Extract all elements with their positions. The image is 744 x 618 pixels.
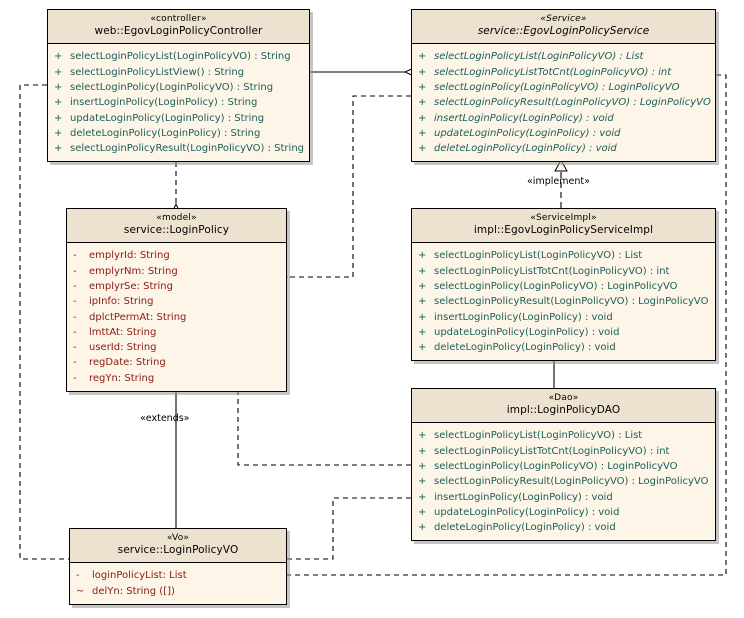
class-name: service::EgovLoginPolicyService: [477, 25, 650, 38]
class-member: +selectLoginPolicyList(LoginPolicyVO) : …: [418, 51, 644, 63]
class-member: +selectLoginPolicy(LoginPolicyVO) : Logi…: [418, 280, 678, 292]
class-box-controller[interactable]: «controller» web::EgovLoginPolicyControl…: [47, 9, 310, 163]
class-member: -emplyrNm: String: [73, 265, 178, 277]
class-member: -userId: String: [73, 342, 157, 354]
class-box-vo[interactable]: «Vo» service::LoginPolicyVO -loginPolicy…: [69, 528, 287, 605]
class-name: impl::EgovLoginPolicyServiceImpl: [473, 224, 654, 237]
class-member: +selectLoginPolicyList(LoginPolicyVO) : …: [418, 250, 643, 262]
class-header-serviceimpl: «ServiceImpl» impl::EgovLoginPolicyServi…: [412, 209, 715, 244]
class-member: -loginPolicyList: List: [76, 570, 187, 582]
class-header-dao: «Dao» impl::LoginPolicyDAO: [412, 389, 715, 424]
edge-label-implement: «implement»: [527, 176, 590, 187]
class-member: +selectLoginPolicy(LoginPolicyVO) : Stri…: [54, 81, 274, 93]
edge-vo-extends-model: [168, 371, 184, 528]
class-member: +updateLoginPolicy(LoginPolicy) : void: [418, 326, 620, 338]
class-member: -emplyrSe: String: [73, 280, 173, 292]
class-member: ~delYn: String ([]): [76, 585, 175, 597]
class-members-model: -emplyrId: String -emplyrNm: String -emp…: [67, 243, 286, 391]
class-member: +updateLoginPolicy(LoginPolicy) : void: [418, 506, 620, 518]
class-name: impl::LoginPolicyDAO: [506, 404, 621, 417]
class-name: web::EgovLoginPolicyController: [94, 25, 263, 38]
class-stereotype: «Dao»: [548, 393, 579, 403]
class-member: -ipInfo: String: [73, 296, 154, 308]
class-member: +updateLoginPolicy(LoginPolicy) : void: [418, 127, 621, 139]
class-members-vo: -loginPolicyList: List ~delYn: String ([…: [70, 563, 286, 604]
class-member: +insertLoginPolicy(LoginPolicy) : void: [418, 491, 613, 503]
class-member: +selectLoginPolicyListTotCnt(LoginPolicy…: [418, 66, 672, 78]
class-member: +selectLoginPolicyList(LoginPolicyVO) : …: [54, 51, 291, 63]
class-member: +selectLoginPolicyResult(LoginPolicyVO) …: [418, 296, 709, 308]
class-header-controller: «controller» web::EgovLoginPolicyControl…: [48, 10, 309, 45]
class-member: +updateLoginPolicy(LoginPolicy) : String: [54, 112, 265, 124]
class-member: +selectLoginPolicy(LoginPolicyVO) : Logi…: [418, 81, 680, 93]
class-box-serviceimpl[interactable]: «ServiceImpl» impl::EgovLoginPolicyServi…: [411, 208, 716, 362]
class-stereotype: «model»: [156, 213, 197, 223]
class-stereotype: «ServiceImpl»: [530, 213, 597, 223]
class-member: +selectLoginPolicyListTotCnt(LoginPolicy…: [418, 265, 670, 277]
class-members-controller: +selectLoginPolicyList(LoginPolicyVO) : …: [48, 44, 309, 161]
class-header-service: «Service» service::EgovLoginPolicyServic…: [412, 10, 715, 45]
class-box-model[interactable]: «model» service::LoginPolicy -emplyrId: …: [66, 208, 287, 393]
class-member: +deleteLoginPolicy(LoginPolicy) : void: [418, 342, 616, 354]
class-name: service::LoginPolicyVO: [117, 544, 239, 557]
class-member: +selectLoginPolicyResult(LoginPolicyVO) …: [418, 476, 709, 488]
edge-label-extends: «extends»: [140, 413, 190, 424]
class-member: -lmttAt: String: [73, 326, 157, 338]
class-box-dao[interactable]: «Dao» impl::LoginPolicyDAO +selectLoginP…: [411, 388, 716, 542]
class-members-dao: +selectLoginPolicyList(LoginPolicyVO) : …: [412, 423, 715, 540]
class-member: -dplctPermAt: String: [73, 311, 187, 323]
class-header-model: «model» service::LoginPolicy: [67, 209, 286, 244]
class-member: -regYn: String: [73, 372, 155, 384]
class-member: +selectLoginPolicyResult(LoginPolicyVO) …: [418, 97, 711, 109]
class-member: +selectLoginPolicyListTotCnt(LoginPolicy…: [418, 445, 670, 457]
class-header-vo: «Vo» service::LoginPolicyVO: [70, 529, 286, 564]
class-stereotype: «Vo»: [166, 533, 190, 543]
class-member: +insertLoginPolicy(LoginPolicy) : void: [418, 112, 614, 124]
class-member: +deleteLoginPolicy(LoginPolicy) : void: [418, 522, 616, 534]
class-name: service::LoginPolicy: [123, 224, 230, 237]
class-member: +selectLoginPolicyResult(LoginPolicyVO) …: [54, 143, 305, 155]
class-member: +selectLoginPolicyList(LoginPolicyVO) : …: [418, 430, 643, 442]
class-member: +deleteLoginPolicy(LoginPolicy) : void: [418, 143, 617, 155]
class-member: +selectLoginPolicyListView() : String: [54, 66, 245, 78]
class-member: +deleteLoginPolicy(LoginPolicy) : String: [54, 127, 261, 139]
edge-dao-to-vo: [287, 497, 411, 559]
class-stereotype: «Service»: [540, 14, 587, 24]
class-members-serviceimpl: +selectLoginPolicyList(LoginPolicyVO) : …: [412, 243, 715, 360]
class-member: -regDate: String: [73, 357, 166, 369]
class-member: +insertLoginPolicy(LoginPolicy) : void: [418, 311, 613, 323]
class-member: +insertLoginPolicy(LoginPolicy) : String: [54, 97, 258, 109]
class-member: +selectLoginPolicy(LoginPolicyVO) : Logi…: [418, 460, 678, 472]
class-members-service: +selectLoginPolicyList(LoginPolicyVO) : …: [412, 44, 715, 161]
class-stereotype: «controller»: [150, 14, 207, 24]
class-box-service[interactable]: «Service» service::EgovLoginPolicyServic…: [411, 9, 716, 163]
class-member: -emplyrId: String: [73, 250, 170, 262]
